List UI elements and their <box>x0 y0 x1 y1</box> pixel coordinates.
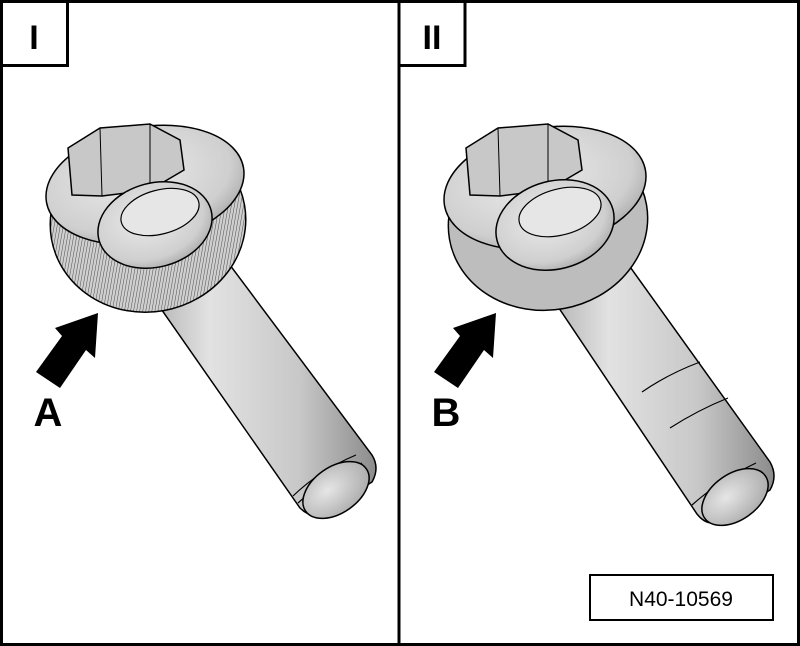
callout-a: A <box>34 391 63 435</box>
bolt-i-end-face <box>302 460 370 520</box>
arrow-a <box>36 313 98 388</box>
bolt-plain-flange <box>443 123 775 527</box>
panel-ii-label-box <box>397 0 467 67</box>
panel-i-label-box <box>0 0 69 67</box>
bolt-i-hex-head <box>67 123 185 197</box>
bolt-ii-end-face <box>701 467 769 527</box>
panel-ii: II B <box>397 0 775 527</box>
callout-b: B <box>432 391 461 435</box>
bolt-ii-hex-head <box>465 123 583 197</box>
arrow-b <box>434 313 496 388</box>
figure-code-box <box>589 574 774 621</box>
panel-i-label: I <box>29 19 38 57</box>
panel-ii-label: II <box>423 19 442 57</box>
figure-code: N40-10569 <box>629 588 733 611</box>
panel-i: I A <box>0 0 377 520</box>
bolt-serrated-flange <box>45 123 377 520</box>
